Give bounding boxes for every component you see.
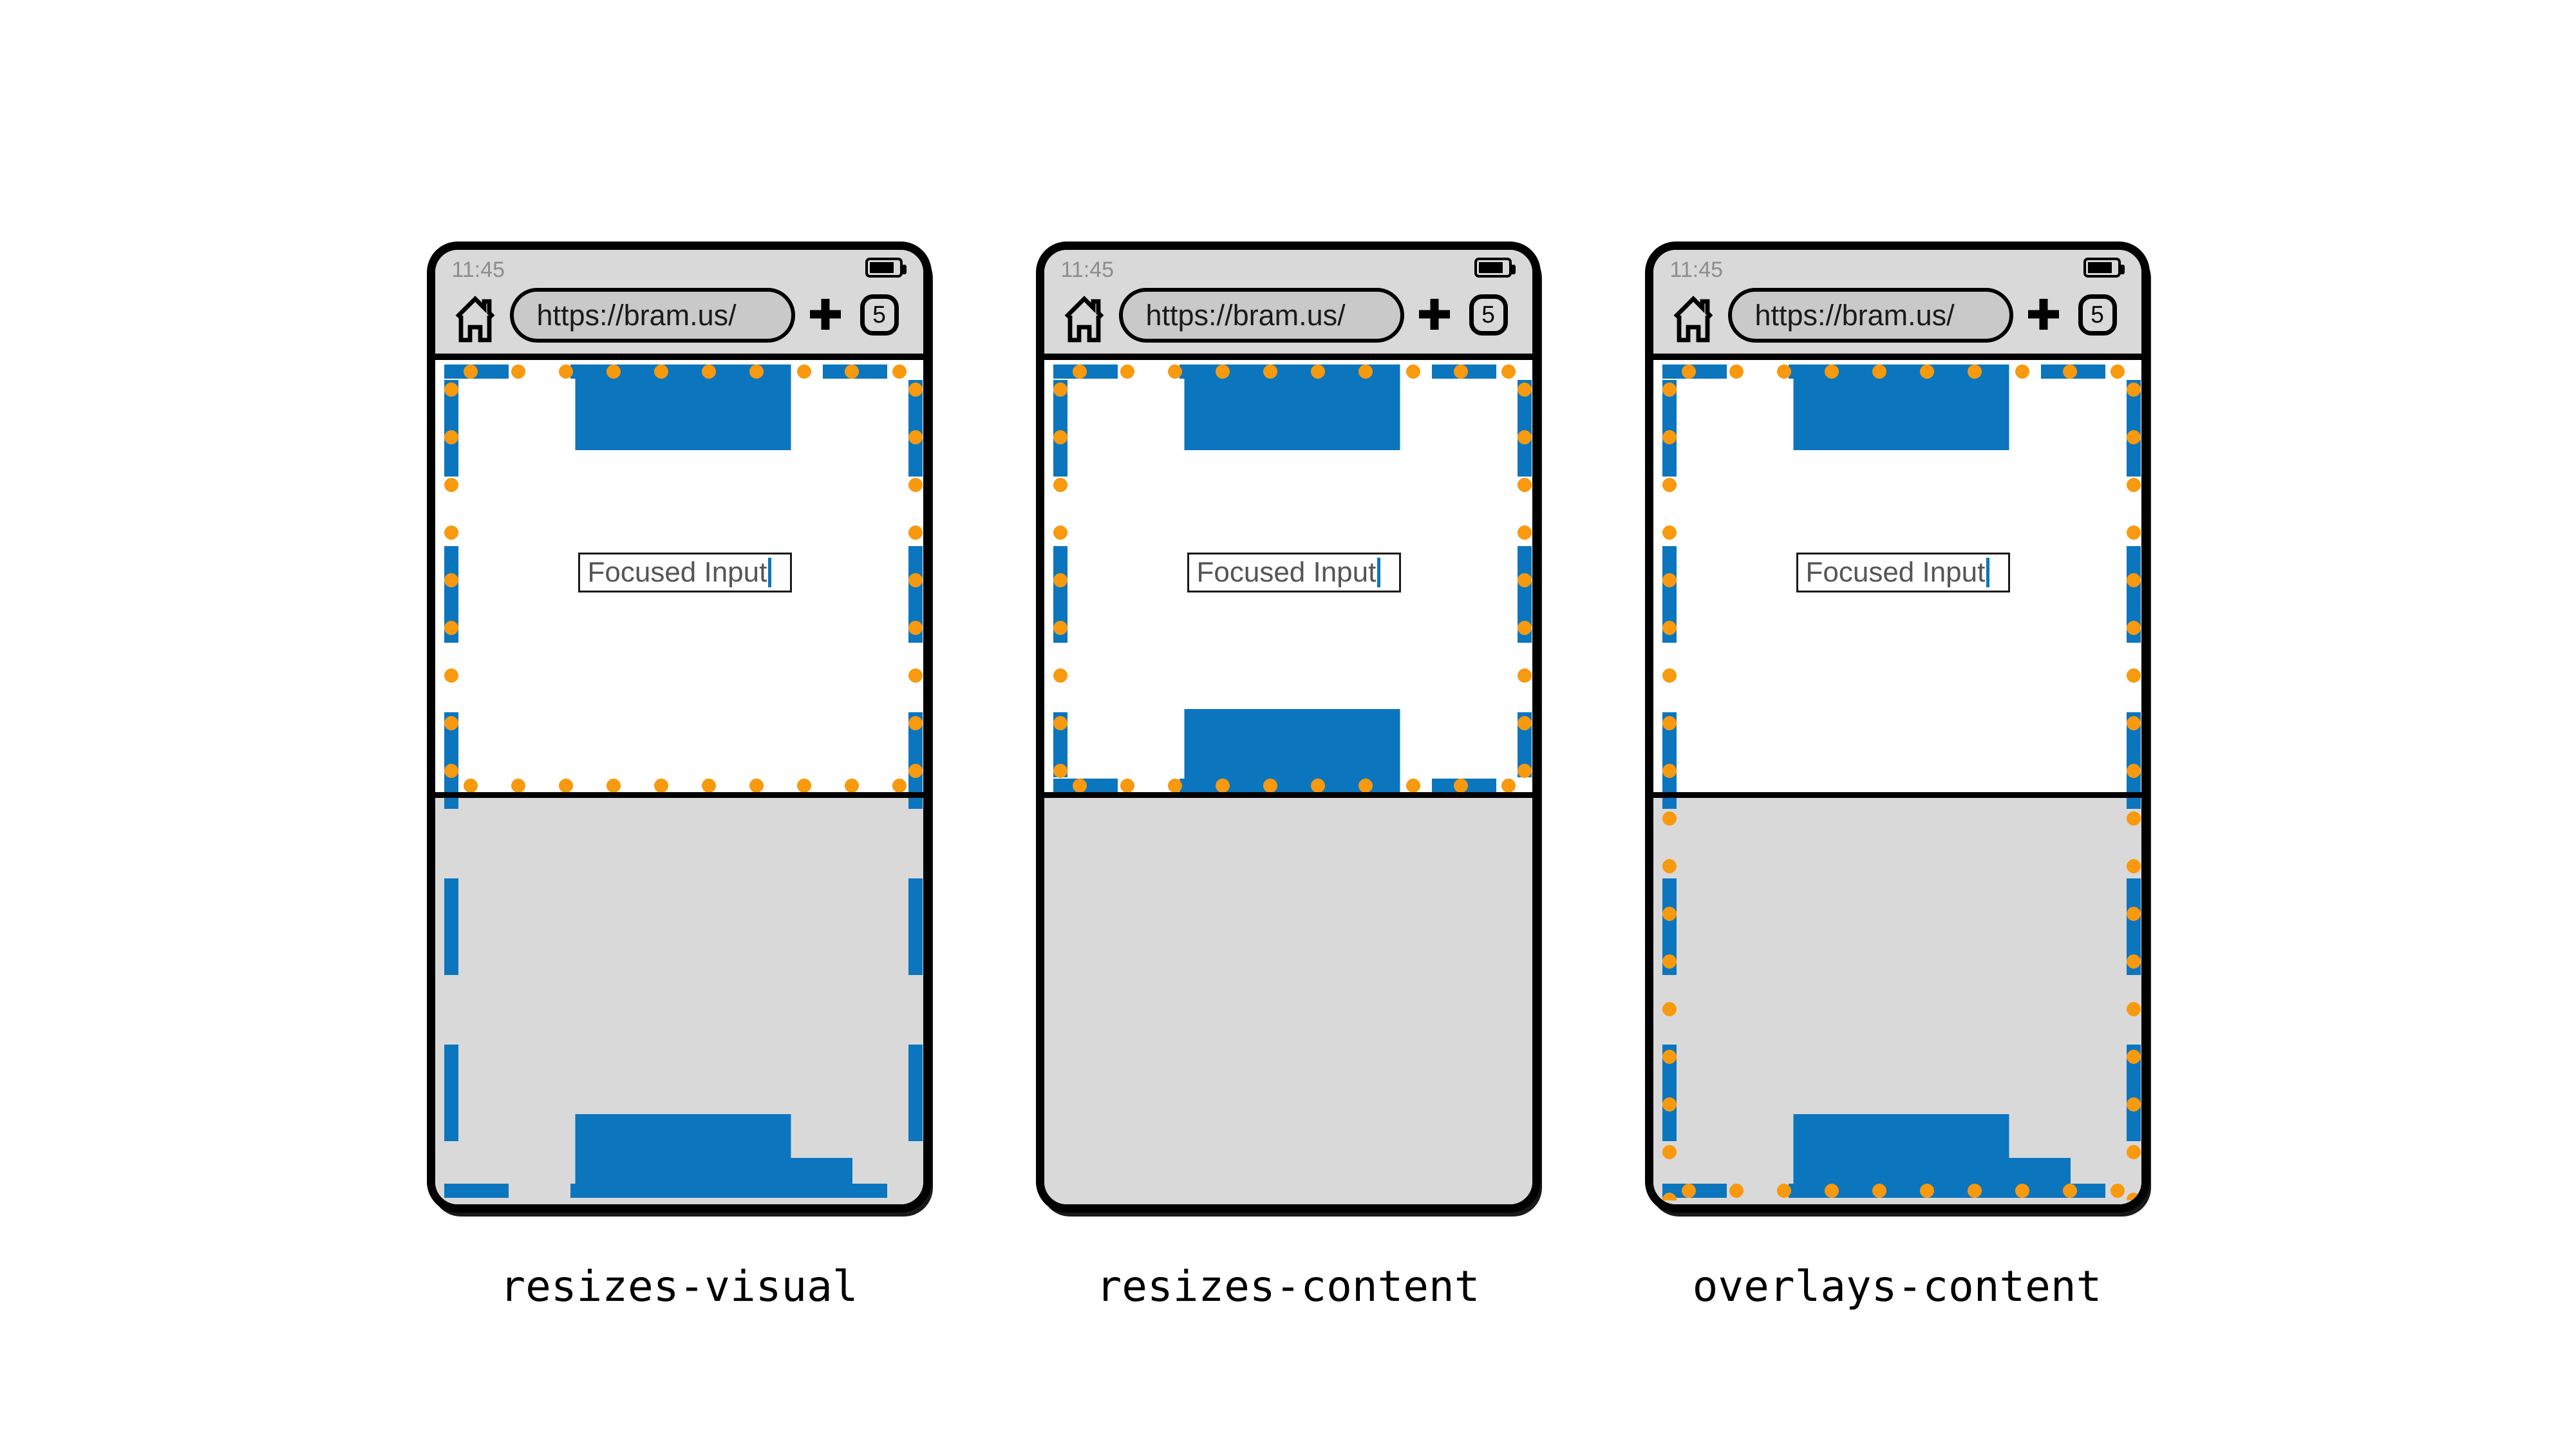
- status-time: 11:45: [451, 258, 505, 282]
- new-tab-button[interactable]: [2026, 296, 2062, 332]
- home-icon: [1064, 296, 1104, 343]
- tab-counter[interactable]: 5: [1469, 294, 1508, 336]
- status-time: 11:45: [1669, 258, 1724, 282]
- status-time: 11:45: [1060, 258, 1114, 282]
- phone-mockup: Focused Input 11:45 https://bram.us/: [1644, 242, 2150, 1213]
- plus-icon: [809, 299, 841, 330]
- mode-label: overlays-content: [1692, 1262, 2102, 1311]
- url-bar[interactable]: https://bram.us/: [509, 288, 795, 343]
- new-tab-button[interactable]: [1416, 296, 1453, 332]
- url-bar[interactable]: https://bram.us/: [1727, 288, 2013, 343]
- keyboard-divider: [435, 792, 923, 798]
- focused-input[interactable]: Focused Input: [1187, 553, 1401, 592]
- focused-input[interactable]: Focused Input: [1796, 553, 2010, 592]
- home-button[interactable]: [1671, 295, 1715, 344]
- page-footer-step: [791, 1158, 852, 1198]
- keyboard-divider: [1653, 792, 2141, 798]
- visual-viewport-dots-right: [905, 362, 923, 795]
- tab-counter[interactable]: 5: [2078, 294, 2117, 336]
- home-button[interactable]: [1062, 295, 1106, 344]
- url-text: https://bram.us/: [1754, 298, 1955, 332]
- status-bar: 11:45 https://bram.us/ 5: [435, 250, 923, 355]
- battery-icon: [865, 258, 907, 278]
- virtual-keyboard: [1044, 798, 1532, 1204]
- visual-viewport-dots-right: [2123, 362, 2141, 1200]
- home-button[interactable]: [453, 295, 497, 344]
- plus-icon: [2027, 299, 2059, 330]
- text-caret: [1986, 558, 1990, 587]
- tab-counter[interactable]: 5: [860, 294, 899, 336]
- page-footer-block: [575, 1114, 791, 1198]
- plus-icon: [1418, 299, 1450, 330]
- visual-viewport-dots-top: [1660, 362, 2141, 381]
- url-text: https://bram.us/: [536, 298, 737, 332]
- phone-mockup: Focused Input 11:45 https://bram.us/: [1035, 242, 1541, 1213]
- visual-viewport-dots-top: [1051, 362, 1532, 381]
- phone-column: Focused Input 11:45 https://bram.us/: [426, 242, 932, 1311]
- visual-viewport: [1659, 362, 2141, 1200]
- tab-count: 5: [2091, 301, 2104, 328]
- mode-label: resizes-content: [1096, 1262, 1480, 1311]
- mode-label: resizes-visual: [500, 1262, 858, 1311]
- text-caret: [768, 558, 772, 587]
- visual-viewport-dots-right: [1514, 362, 1532, 795]
- visual-viewport-dots-top: [442, 362, 923, 381]
- visual-viewport-dots-left: [1050, 362, 1070, 795]
- battery-icon: [1474, 258, 1516, 278]
- new-tab-button[interactable]: [807, 296, 843, 332]
- focused-input-value: Focused Input: [1805, 556, 1986, 588]
- text-caret: [1377, 558, 1381, 587]
- keyboard-divider: [1044, 792, 1532, 798]
- tab-count: 5: [1481, 301, 1495, 328]
- url-text: https://bram.us/: [1145, 298, 1346, 332]
- status-bar: 11:45 https://bram.us/ 5: [1653, 250, 2141, 355]
- focused-input-value: Focused Input: [587, 556, 767, 588]
- visual-viewport-dots-bottom: [1660, 1181, 2141, 1200]
- phone-column: Focused Input 11:45 https://bram.us/: [1035, 242, 1541, 1311]
- phone-mockup: Focused Input 11:45 https://bram.us/: [426, 242, 932, 1213]
- tab-count: 5: [872, 301, 886, 328]
- home-icon: [455, 296, 494, 343]
- visual-viewport-dots-left: [1659, 362, 1679, 1200]
- visual-viewport: [1050, 362, 1532, 795]
- battery-icon: [2083, 258, 2125, 278]
- toolbar-divider: [435, 354, 923, 360]
- phone-column: Focused Input 11:45 https://bram.us/: [1644, 242, 2150, 1311]
- focused-input[interactable]: Focused Input: [578, 553, 792, 592]
- url-bar[interactable]: https://bram.us/: [1118, 288, 1404, 343]
- visual-viewport-dots-left: [441, 362, 461, 795]
- focused-input-value: Focused Input: [1196, 556, 1377, 588]
- home-icon: [1673, 296, 1713, 343]
- toolbar-divider: [1653, 354, 2141, 360]
- visual-viewport: [441, 362, 923, 795]
- status-bar: 11:45 https://bram.us/ 5: [1044, 250, 1532, 355]
- toolbar-divider: [1044, 354, 1532, 360]
